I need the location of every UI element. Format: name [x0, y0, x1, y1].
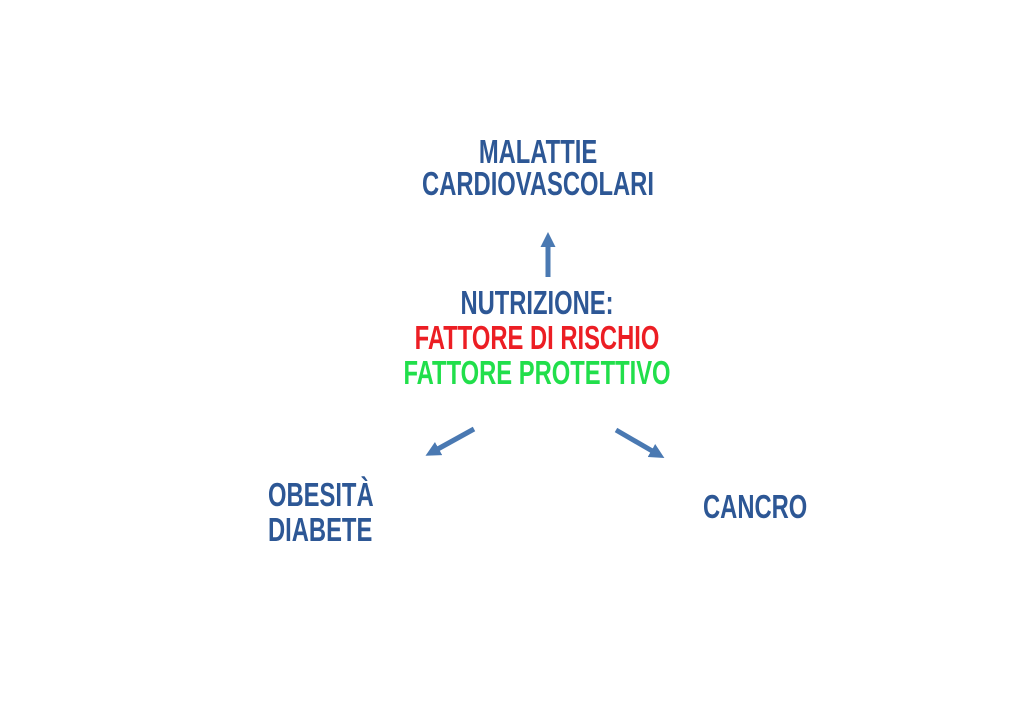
cancer-label: CANCRO	[703, 488, 808, 525]
down-right-arrow-icon	[614, 427, 665, 459]
bottom-left-node-obesity-diabetes: OBESITÀ DIABETE	[268, 477, 374, 547]
obesity-label: OBESITÀ	[268, 476, 374, 513]
top-node-line2: CARDIOVASCOLARI	[422, 165, 654, 202]
top-node-line1: MALATTIE	[478, 133, 598, 170]
protective-factor-label: FATTORE PROTETTIVO	[403, 354, 671, 391]
bottom-right-node-cancer: CANCRO	[703, 489, 807, 524]
nutrition-title: NUTRIZIONE:	[460, 284, 614, 321]
down-left-arrow-icon	[425, 426, 476, 456]
diabetes-label: DIABETE	[268, 511, 373, 548]
risk-factor-label: FATTORE DI RISCHIO	[414, 319, 660, 356]
center-node-nutrition: NUTRIZIONE: FATTORE DI RISCHIO FATTORE P…	[357, 285, 717, 390]
top-node-cardiovascular-diseases: MALATTIE CARDIOVASCOLARI	[358, 133, 718, 202]
